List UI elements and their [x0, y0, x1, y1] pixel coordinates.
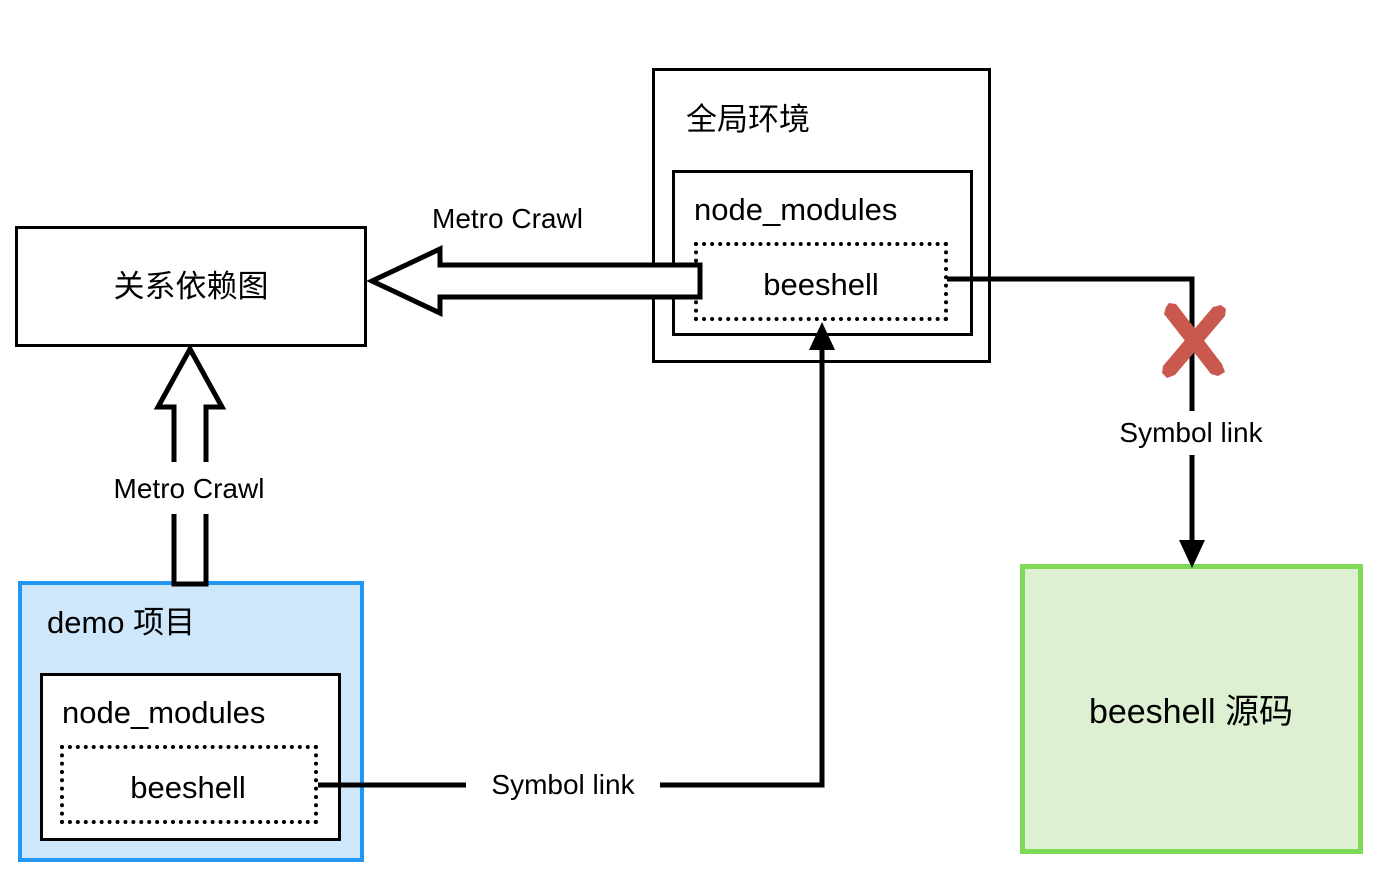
- node-global-beeshell-label: beeshell: [763, 267, 879, 302]
- node-dependency-graph-label: 关系依赖图: [113, 269, 269, 304]
- node-demo-node-modules: [40, 673, 341, 841]
- node-demo-beeshell: [60, 745, 318, 824]
- node-beeshell-source-label: beeshell 源码: [1088, 693, 1294, 731]
- arrow-metro-crawl-left: [153, 343, 227, 587]
- node-global-env-label: 全局环境: [686, 102, 810, 137]
- node-global-node-modules-label: node_modules: [694, 192, 898, 227]
- edge-label-symbol-link-right: Symbol link: [1119, 417, 1263, 448]
- node-demo-beeshell-label: beeshell: [130, 770, 246, 805]
- edge-label-metro-crawl-left: Metro Crawl: [113, 473, 265, 504]
- arrow-metro-crawl-top: [366, 245, 703, 317]
- edge-label-metro-crawl-top: Metro Crawl: [432, 203, 583, 234]
- node-dependency-graph: [15, 226, 367, 347]
- node-demo-project-label: demo 项目: [47, 605, 196, 640]
- node-demo-node-modules-label: node_modules: [62, 695, 266, 730]
- x-mark-icon: [1162, 303, 1226, 378]
- edge-label-symbol-link-bottom: Symbol link: [491, 769, 635, 800]
- edge-symbol-link-bottom-right: [660, 345, 825, 788]
